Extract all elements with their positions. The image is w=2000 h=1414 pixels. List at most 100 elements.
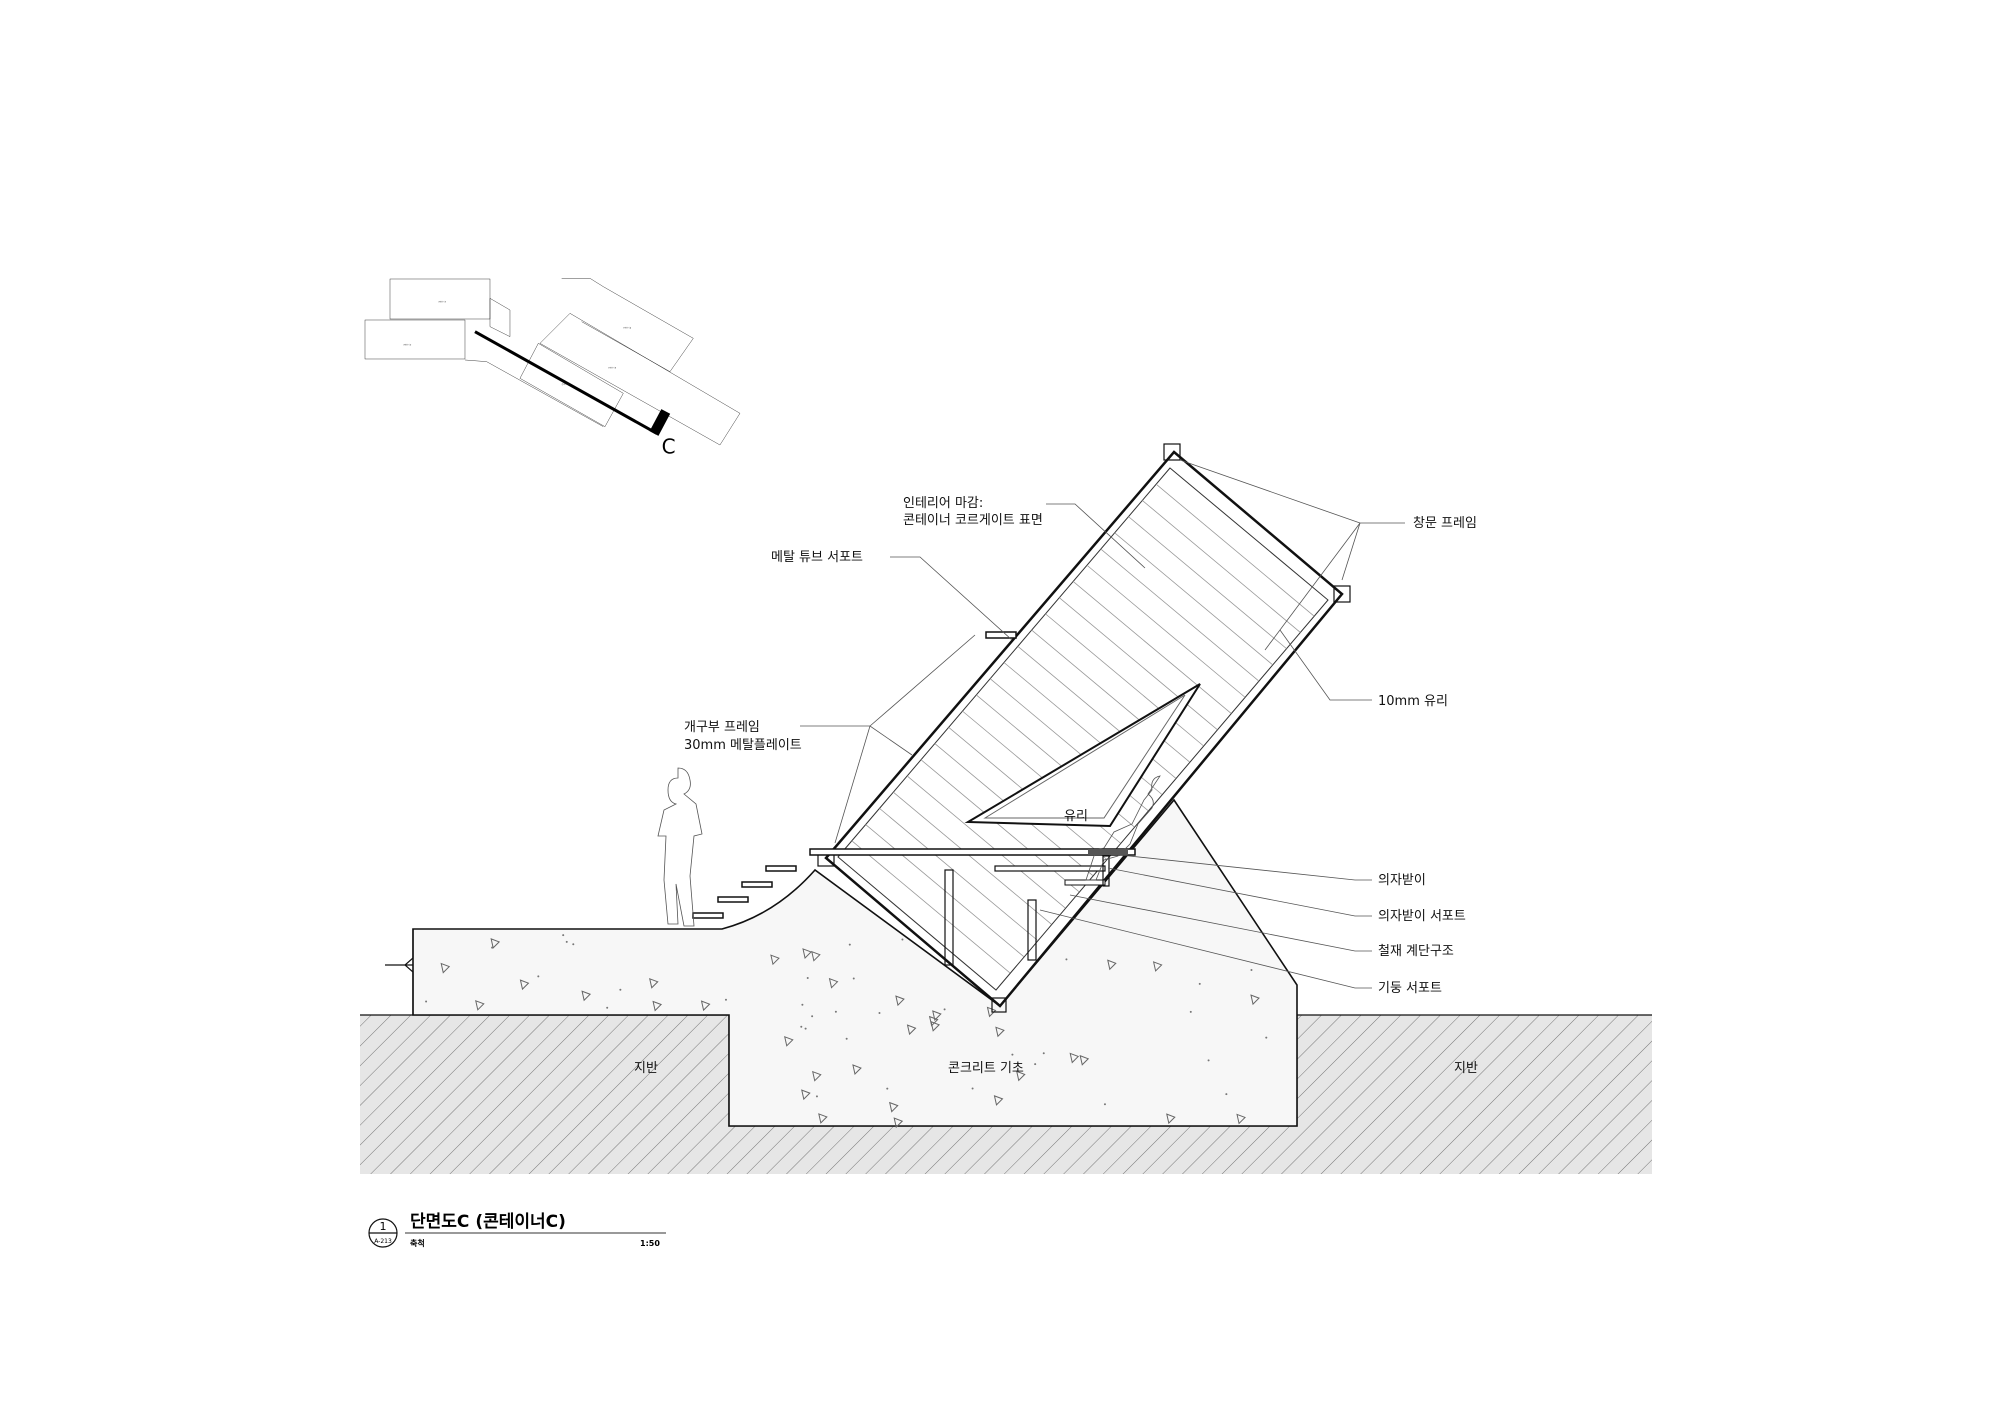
aggregate-mark: [1107, 959, 1117, 971]
label-seat-rest: 의자받이: [1378, 873, 1426, 888]
aggregate-mark: [490, 938, 501, 949]
aggregate-mark: [519, 979, 530, 991]
aggregate-mark: [700, 1000, 711, 1012]
corrugation-line: [1059, 597, 1218, 730]
aggregate-mark: [804, 1027, 807, 1030]
break-line: [404, 929, 414, 1015]
aggregate-mark: [901, 938, 904, 941]
corrugation-line: [879, 808, 1038, 941]
scale-value: 1:50: [640, 1239, 660, 1248]
aggregate-mark: [491, 946, 494, 949]
label-opening-frame-detail: 30mm 메탈플레이트: [684, 738, 802, 753]
corrugation-line: [851, 840, 1011, 974]
aggregate-mark: [834, 1010, 837, 1013]
aggregate-mark: [562, 934, 565, 937]
corrugation-line: [1072, 581, 1232, 714]
aggregate-mark: [812, 1070, 822, 1082]
aggregate-mark: [852, 1064, 862, 1076]
label-concrete-foundation: 콘크리트 기초: [948, 1061, 1024, 1076]
section-marker: C: [662, 434, 676, 458]
aggregate-mark: [1042, 1052, 1045, 1055]
aggregate-mark: [1069, 1052, 1080, 1064]
leader-lines: [800, 459, 1405, 989]
aggregate-mark: [1250, 994, 1260, 1006]
key-plan-label: 콘테이너 C: [562, 383, 571, 386]
label-metal-tube-support: 메탈 튜브 서포트: [771, 550, 863, 565]
aggregate-mark: [565, 940, 568, 943]
corrugation-line: [893, 791, 1052, 925]
aggregate-mark: [893, 1117, 904, 1129]
aggregate-mark: [1189, 1010, 1192, 1013]
person-figure: [657, 767, 703, 927]
key-plan: 콘테이너 E 콘테이너 D 콘테이너 A 콘테이너 B 콘테이너 C C: [364, 278, 741, 458]
aggregate-mark: [619, 988, 622, 991]
key-plan-label: 콘테이너 E: [438, 300, 446, 303]
aggregate-mark: [930, 1020, 941, 1032]
aggregate-mark: [1011, 1053, 1014, 1056]
aggregate-mark: [1225, 1093, 1228, 1096]
aggregate-mark: [943, 1008, 946, 1011]
drawing-title: 단면도C (콘테이너C): [410, 1212, 566, 1232]
aggregate-mark: [1065, 958, 1068, 961]
container-c: [817, 443, 1351, 1013]
label-steel-stair: 철재 계단구조: [1378, 944, 1454, 959]
aggregate-mark: [1265, 1036, 1268, 1039]
aggregate-mark: [1103, 1103, 1106, 1106]
aggregate-mark: [932, 1010, 942, 1022]
aggregate-mark: [1152, 961, 1163, 972]
aggregate-mark: [971, 1087, 974, 1090]
aggregate-mark: [852, 977, 855, 980]
aggregate-mark: [801, 1003, 804, 1006]
aggregate-mark: [440, 962, 451, 974]
aggregate-mark: [606, 1006, 609, 1009]
label-interior-finish-detail: 콘테이너 코르게이트 표면: [903, 513, 1043, 528]
scale-label: 축척: [410, 1238, 425, 1248]
aggregate-mark: [878, 1011, 881, 1014]
key-plan-label: 콘테이너 D: [403, 344, 412, 347]
aggregate-mark: [806, 977, 809, 980]
label-glass-10mm: 10mm 유리: [1378, 694, 1448, 709]
key-plan-label: 콘테이너 B: [608, 366, 617, 369]
aggregate-mark: [895, 995, 905, 1007]
corrugation-line: [1086, 564, 1246, 698]
aggregate-mark: [770, 954, 780, 966]
aggregate-mark: [848, 943, 851, 946]
aggregate-mark: [724, 998, 727, 1001]
aggregate-mark: [652, 1000, 663, 1012]
window-frame-corner: [1163, 443, 1181, 461]
aggregate-mark: [1079, 1054, 1090, 1066]
aggregate-mark: [1236, 1113, 1246, 1125]
aggregate-mark: [572, 943, 575, 946]
label-ground-right: 지반: [1454, 1061, 1478, 1076]
aggregate-mark: [581, 990, 592, 1002]
label-seat-rest-support: 의자받이 서포트: [1378, 909, 1466, 924]
corrugation-line: [1045, 613, 1204, 747]
window-frame-corner: [1333, 585, 1351, 603]
label-glass: 유리: [1064, 809, 1088, 824]
title-block: 1 A-213 단면도C (콘테이너C) 축척 1:50: [368, 1212, 666, 1248]
label-column-support: 기둥 서포트: [1378, 981, 1442, 996]
steel-stair: [692, 631, 1136, 966]
corrugation-line: [1128, 516, 1287, 649]
aggregate-mark: [815, 1095, 818, 1098]
aggregate-mark: [1034, 1063, 1037, 1066]
aggregate-mark: [886, 1087, 889, 1090]
aggregate-mark: [889, 1101, 899, 1113]
aggregate-mark: [1198, 982, 1201, 985]
label-opening-frame: 개구부 프레임: [684, 720, 760, 735]
drawing-number: 1: [380, 1220, 387, 1233]
aggregate-mark: [1166, 1113, 1176, 1125]
key-plan-label: 콘테이너 A: [623, 326, 632, 329]
aggregate-mark: [649, 977, 659, 989]
label-ground-left: 지반: [634, 1061, 658, 1076]
sheet-number: A-213: [374, 1238, 392, 1245]
aggregate-mark: [784, 1036, 794, 1047]
aggregate-mark: [425, 1000, 428, 1003]
aggregate-mark: [818, 1113, 828, 1124]
aggregate-mark: [475, 1000, 485, 1011]
glass-opening: [964, 683, 1201, 828]
aggregate-mark: [995, 1026, 1005, 1038]
aggregate-mark: [993, 1095, 1004, 1106]
concrete-foundation: [412, 798, 1298, 1127]
aggregate-mark: [811, 1015, 814, 1018]
